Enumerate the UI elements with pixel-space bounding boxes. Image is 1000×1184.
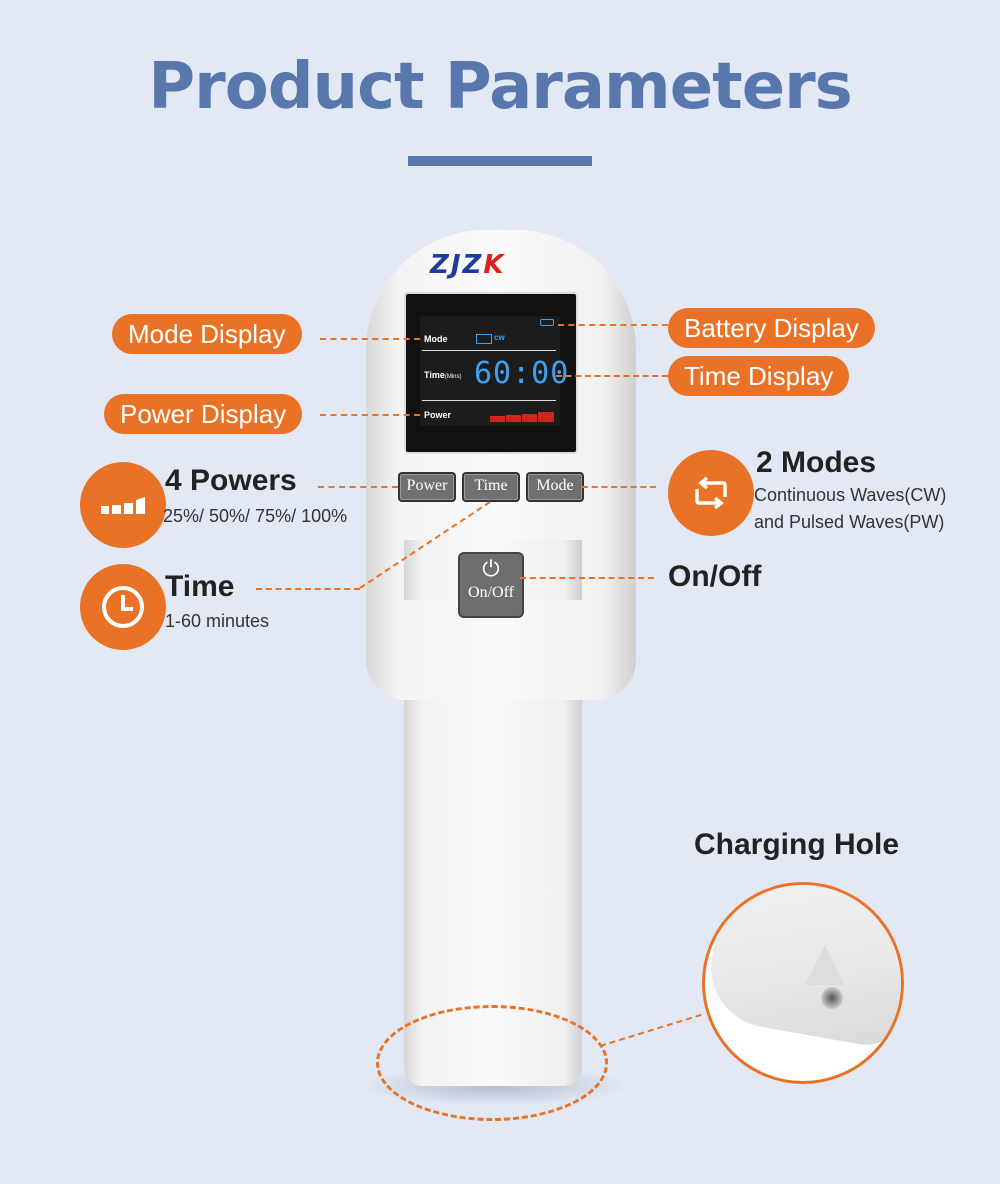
screen-mode-label: Mode	[424, 334, 448, 344]
clock-icon	[80, 564, 166, 650]
page-title: Product Parameters	[148, 50, 853, 124]
charging-port	[821, 987, 843, 1009]
time-subtitle: 1-60 minutes	[165, 611, 270, 631]
battery-display-callout: Battery Display	[668, 308, 875, 348]
leader-line	[320, 414, 420, 416]
screen-power-label: Power	[424, 410, 452, 420]
modes-line2: and Pulsed Waves(PW)	[754, 512, 945, 532]
modes-title: 2 Modes	[756, 446, 877, 479]
leader-line	[256, 588, 360, 590]
mode-button[interactable]: Mode	[526, 472, 584, 502]
time-button[interactable]: Time	[462, 472, 520, 502]
modes-line1: Continuous Waves(CW)	[754, 485, 947, 505]
battery-icon	[540, 319, 554, 326]
title-underline	[408, 156, 592, 166]
power-icon: ⏻	[482, 556, 500, 581]
time-display-callout: Time Display	[668, 356, 850, 396]
screen-mode-value: cw	[494, 333, 505, 342]
power-display-callout: Power Display	[104, 394, 303, 434]
leader-line-diagonal	[359, 501, 491, 589]
leader-line	[558, 324, 668, 326]
screen-time-value: 60:00	[474, 356, 570, 391]
leader-line	[556, 375, 668, 377]
power-levels-icon	[80, 462, 166, 548]
onoff-title: On/Off	[668, 560, 762, 593]
screen-divider	[422, 350, 556, 351]
leader-line	[320, 338, 420, 340]
screen-time-label: Time(Mins)	[424, 370, 462, 380]
leader-line	[318, 486, 398, 488]
powers-title: 4 Powers	[165, 464, 297, 497]
leader-line	[582, 486, 656, 488]
leader-line	[520, 577, 654, 579]
power-level-bars	[490, 412, 554, 422]
charging-hole-closeup	[702, 882, 904, 1084]
powers-subtitle: 25%/ 50%/ 75%/ 100%	[163, 506, 348, 526]
charging-title: Charging Hole	[694, 828, 900, 861]
screen-divider	[422, 400, 556, 401]
mode-display-callout: Mode Display	[112, 314, 302, 354]
leader-line-charging	[599, 1013, 705, 1047]
charging-area-highlight	[376, 1005, 608, 1121]
mode-icon	[476, 334, 492, 344]
lcd-screen: Mode cw Time(Mins) 60:00 Power	[420, 316, 568, 426]
time-title: Time	[165, 570, 235, 603]
brand-logo: ZJZK	[430, 250, 506, 280]
power-button[interactable]: Power	[398, 472, 456, 502]
onoff-button[interactable]: ⏻ On/Off	[458, 552, 524, 618]
mode-switch-icon	[668, 450, 754, 536]
